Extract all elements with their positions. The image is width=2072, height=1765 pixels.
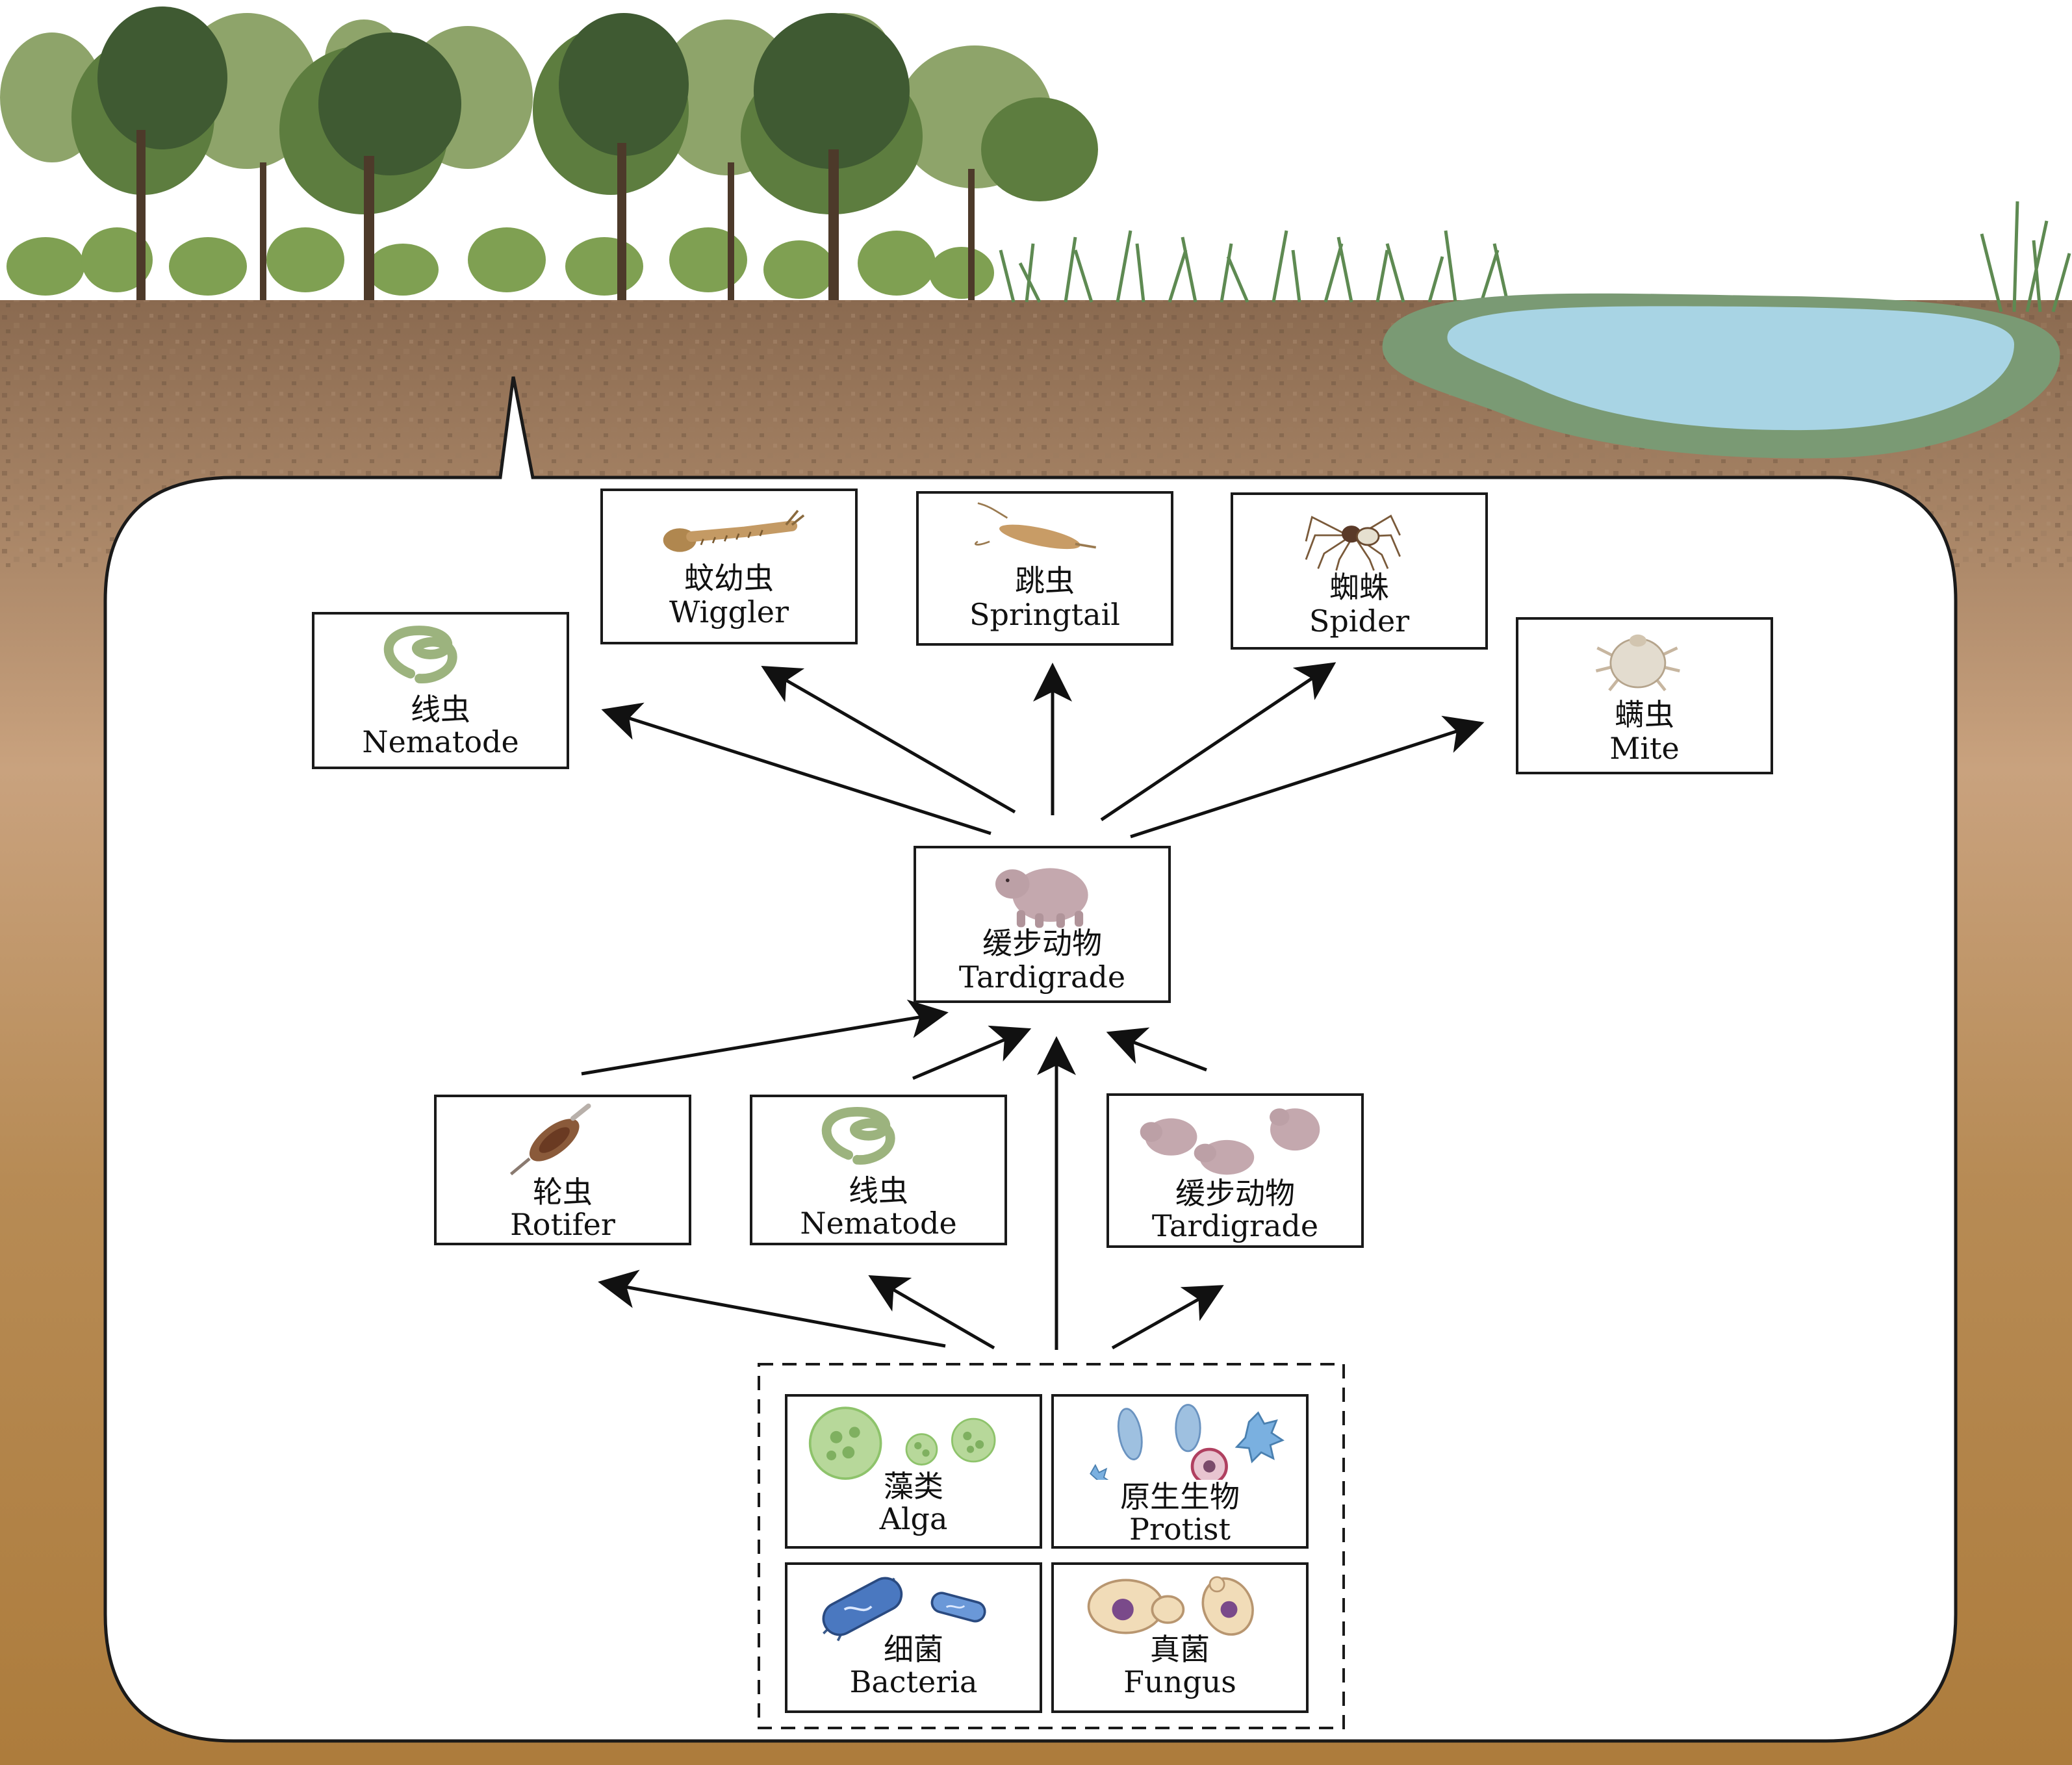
pond	[1382, 293, 2060, 459]
node-wiggler: 蚊幼虫 Wiggler	[600, 489, 858, 644]
label-en: Protist	[1129, 1512, 1231, 1547]
label-en: Tardigrade	[958, 959, 1126, 995]
node-tardigrade-center: 缓步动物 Tardigrade	[914, 846, 1171, 1003]
label-zh: 螨虫	[1615, 697, 1674, 732]
label-en: Nematode	[800, 1206, 957, 1241]
arrow-to-spider	[1100, 662, 1337, 822]
arrow-to-wiggler	[761, 666, 1016, 814]
bacteria-icon	[822, 1577, 986, 1642]
arrow-tardigrades-to-tardigrade	[1106, 1027, 1207, 1072]
protist-icon	[1090, 1404, 1285, 1480]
node-alga: 藻类 Alga	[785, 1394, 1042, 1549]
label-zh: 跳虫	[1015, 563, 1075, 598]
food-web-arrows	[581, 662, 1485, 1350]
label-zh: 蜘蛛	[1329, 570, 1389, 605]
node-spider: 蜘蛛 Spider	[1231, 492, 1488, 650]
wiggler-icon	[663, 509, 805, 552]
label-en: Bacteria	[849, 1664, 978, 1699]
label-en: Tardigrade	[1151, 1208, 1319, 1243]
node-nematode-top: 线虫 Nematode	[312, 612, 569, 769]
forest	[0, 6, 1098, 300]
arrow-producers-to-rotifer	[598, 1269, 946, 1348]
label-zh: 缓步动物	[982, 926, 1102, 961]
label-zh: 细菌	[884, 1632, 943, 1667]
arrow-nematode-to-tardigrade	[912, 1025, 1032, 1080]
fungus-icon	[1087, 1576, 1254, 1636]
nematode-icon	[383, 626, 457, 683]
label-zh: 轮虫	[533, 1175, 593, 1210]
arrow-rotifer-to-tardigrade	[581, 999, 949, 1076]
arrow-producers-to-tardigrades	[1111, 1285, 1224, 1350]
alga-icon	[808, 1406, 996, 1480]
label-zh: 真菌	[1150, 1632, 1210, 1667]
node-tardigrade-group: 缓步动物 Tardigrade	[1106, 1093, 1364, 1248]
label-en: Spider	[1309, 603, 1410, 639]
node-fungus: 真菌 Fungus	[1051, 1562, 1309, 1713]
label-zh: 蚊幼虫	[684, 561, 774, 596]
label-en: Alga	[879, 1501, 948, 1536]
grass	[999, 201, 2071, 312]
label-zh: 线虫	[849, 1173, 908, 1208]
label-en: Wiggler	[669, 594, 789, 629]
node-bacteria: 细菌 Bacteria	[785, 1562, 1042, 1713]
arrow-to-mite	[1130, 715, 1485, 839]
label-en: Springtail	[969, 597, 1121, 632]
label-zh: 藻类	[884, 1469, 943, 1504]
arrow-to-nematode-top	[601, 702, 991, 835]
node-nematode-middle: 线虫 Nematode	[750, 1095, 1007, 1245]
node-protist: 原生生物 Protist	[1051, 1394, 1309, 1549]
node-rotifer: 轮虫 Rotifer	[434, 1095, 691, 1245]
label-zh: 线虫	[411, 692, 470, 727]
label-en: Mite	[1609, 731, 1680, 766]
springtail-icon	[974, 502, 1097, 550]
spider-icon	[1305, 514, 1401, 571]
label-en: Fungus	[1123, 1664, 1236, 1699]
label-zh: 原生生物	[1120, 1479, 1240, 1514]
label-en: Nematode	[362, 724, 519, 759]
producer-group-box	[758, 1363, 1345, 1729]
tardigrade-group-icon	[1140, 1108, 1320, 1175]
mite-icon	[1595, 634, 1680, 692]
rotifer-icon	[509, 1103, 591, 1176]
tardigrade-icon	[995, 868, 1088, 928]
label-zh: 缓步动物	[1175, 1176, 1295, 1211]
node-springtail: 跳虫 Springtail	[916, 491, 1173, 646]
node-mite: 螨虫 Mite	[1516, 617, 1773, 774]
label-en: Rotifer	[510, 1207, 615, 1242]
nematode-icon	[821, 1107, 895, 1165]
arrow-producers-to-nematode	[868, 1275, 995, 1350]
